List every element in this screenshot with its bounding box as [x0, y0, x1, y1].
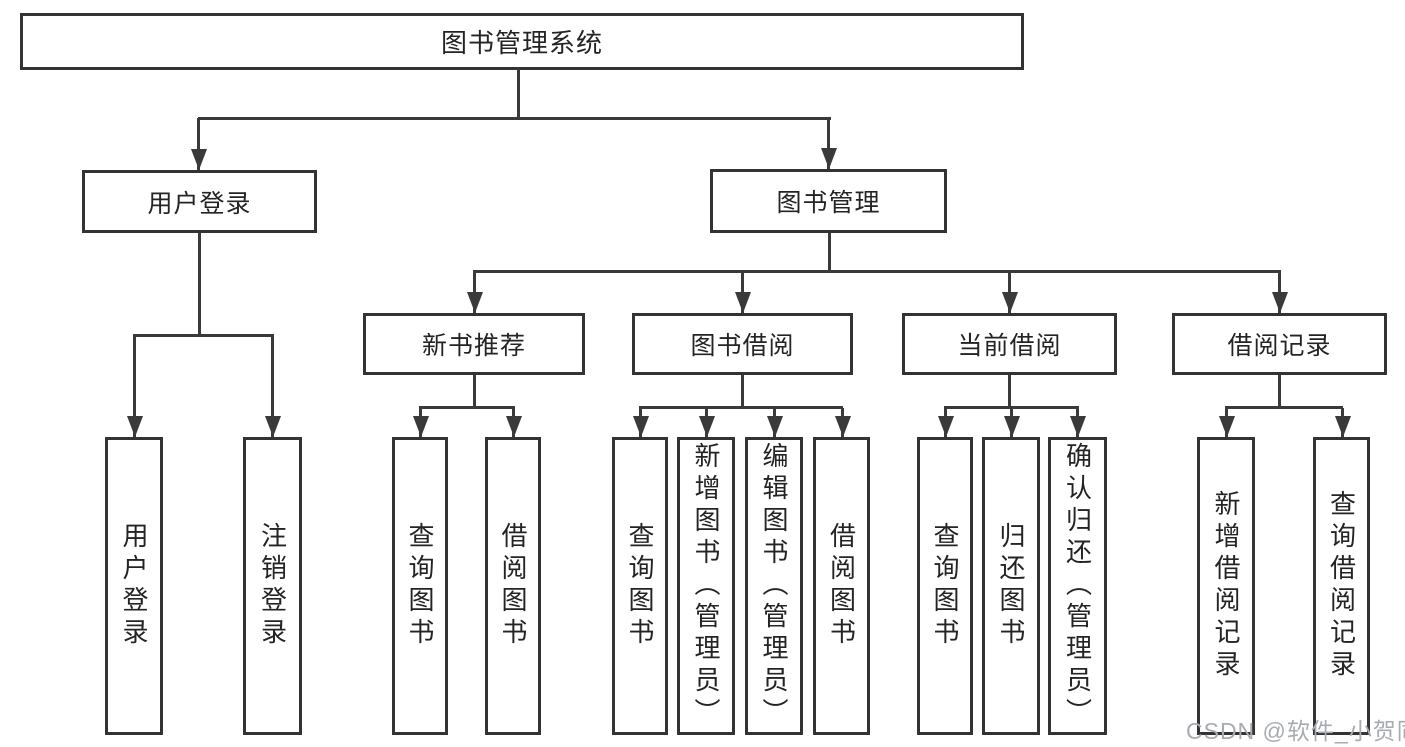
leaf-user-login: 用户登录 [105, 437, 163, 735]
connector-level2-hline [198, 117, 831, 120]
leaf-confirm-return-admin: 确认归还（管理员） [1048, 437, 1107, 735]
arrow-to-new-book [473, 272, 476, 313]
arrow-book-borrow-child-2 [705, 408, 708, 437]
leaf-user-login-label: 用户登录 [119, 522, 149, 650]
leaf-edit-book-admin: 编辑图书（管理员） [745, 437, 803, 735]
arrow-to-leaf-logout [271, 336, 274, 437]
node-user-login: 用户登录 [82, 170, 317, 233]
connector-book-borrow-trunk [741, 375, 744, 409]
arrow-to-current-borrow [1008, 272, 1011, 313]
leaf-return-book: 归还图书 [982, 437, 1040, 735]
arrow-new-book-child-1 [419, 408, 422, 437]
leaf-query-books-2-label: 查询图书 [625, 522, 655, 650]
connector-book-borrow-hline [639, 406, 843, 409]
leaf-query-books-2: 查询图书 [612, 437, 668, 735]
node-current-borrow-label: 当前借阅 [957, 332, 1062, 360]
connector-current-borrow-trunk [1008, 375, 1011, 409]
node-book-borrow: 图书借阅 [632, 313, 853, 375]
connector-new-book-trunk [473, 375, 476, 409]
connector-root-trunk [517, 69, 520, 119]
leaf-logout-label: 注销登录 [257, 522, 288, 650]
leaf-borrow-books-1: 借阅图书 [485, 437, 541, 735]
leaf-confirm-return-admin-label: 确认归还（管理员） [1062, 442, 1093, 730]
arrow-book-borrow-child-1 [639, 408, 642, 437]
node-borrow-records-label: 借阅记录 [1227, 332, 1332, 360]
leaf-borrow-books-2: 借阅图书 [813, 437, 870, 735]
connector-user-login-hline [133, 334, 274, 337]
arrow-current-borrow-child-2 [1010, 408, 1013, 437]
node-book-management-label: 图书管理 [776, 189, 881, 217]
arrow-book-borrow-child-4 [841, 408, 844, 437]
leaf-return-book-label: 归还图书 [996, 522, 1026, 650]
leaf-edit-book-admin-label: 编辑图书（管理员） [759, 442, 789, 730]
leaf-logout: 注销登录 [243, 437, 302, 735]
leaf-borrow-books-1-label: 借阅图书 [498, 522, 528, 650]
leaf-query-books-3-label: 查询图书 [930, 522, 960, 650]
arrow-book-borrow-child-3 [773, 408, 776, 437]
arrow-borrow-records-child-1 [1225, 408, 1228, 437]
arrow-to-user-login [197, 118, 200, 170]
arrow-to-borrow-records [1278, 272, 1281, 313]
leaf-add-borrow-record-label: 新增借阅记录 [1211, 490, 1241, 682]
connector-user-login-trunk [198, 233, 201, 337]
leaf-query-books-3: 查询图书 [917, 437, 973, 735]
arrow-borrow-records-child-2 [1341, 408, 1344, 437]
node-book-management: 图书管理 [710, 169, 947, 233]
leaf-add-book-admin-label: 新增图书（管理员） [691, 442, 721, 730]
node-current-borrow: 当前借阅 [902, 313, 1117, 375]
node-book-borrow-label: 图书借阅 [690, 332, 795, 360]
arrow-current-borrow-child-3 [1076, 408, 1079, 437]
leaf-query-books-1-label: 查询图书 [405, 522, 435, 650]
leaf-query-books-1: 查询图书 [392, 437, 448, 735]
arrow-to-book-borrow [741, 272, 744, 313]
arrow-current-borrow-child-1 [944, 408, 947, 437]
node-user-login-label: 用户登录 [147, 189, 252, 218]
arrow-to-leaf-user-login [133, 336, 136, 437]
leaf-add-book-admin: 新增图书（管理员） [677, 437, 735, 735]
node-new-book-recommend-label: 新书推荐 [421, 332, 526, 360]
arrow-to-book-management [827, 118, 830, 169]
node-root: 图书管理系统 [20, 13, 1024, 70]
connector-book-management-trunk [828, 233, 831, 273]
connector-level3-hline [473, 270, 1281, 273]
node-borrow-records: 借阅记录 [1172, 313, 1387, 375]
watermark: CSDN @软件_小贺同学 [1186, 718, 1405, 744]
connector-new-book-hline [419, 406, 515, 409]
node-root-label: 图书管理系统 [440, 28, 603, 58]
leaf-add-borrow-record: 新增借阅记录 [1197, 437, 1255, 735]
leaf-query-borrow-record-label: 查询借阅记录 [1326, 490, 1357, 682]
leaf-borrow-books-2-label: 借阅图书 [826, 522, 857, 650]
connector-borrow-records-trunk [1278, 375, 1281, 409]
leaf-query-borrow-record: 查询借阅记录 [1313, 437, 1370, 735]
connector-borrow-records-hline [1225, 406, 1343, 409]
arrow-new-book-child-2 [512, 408, 515, 437]
node-new-book-recommend: 新书推荐 [363, 313, 585, 375]
